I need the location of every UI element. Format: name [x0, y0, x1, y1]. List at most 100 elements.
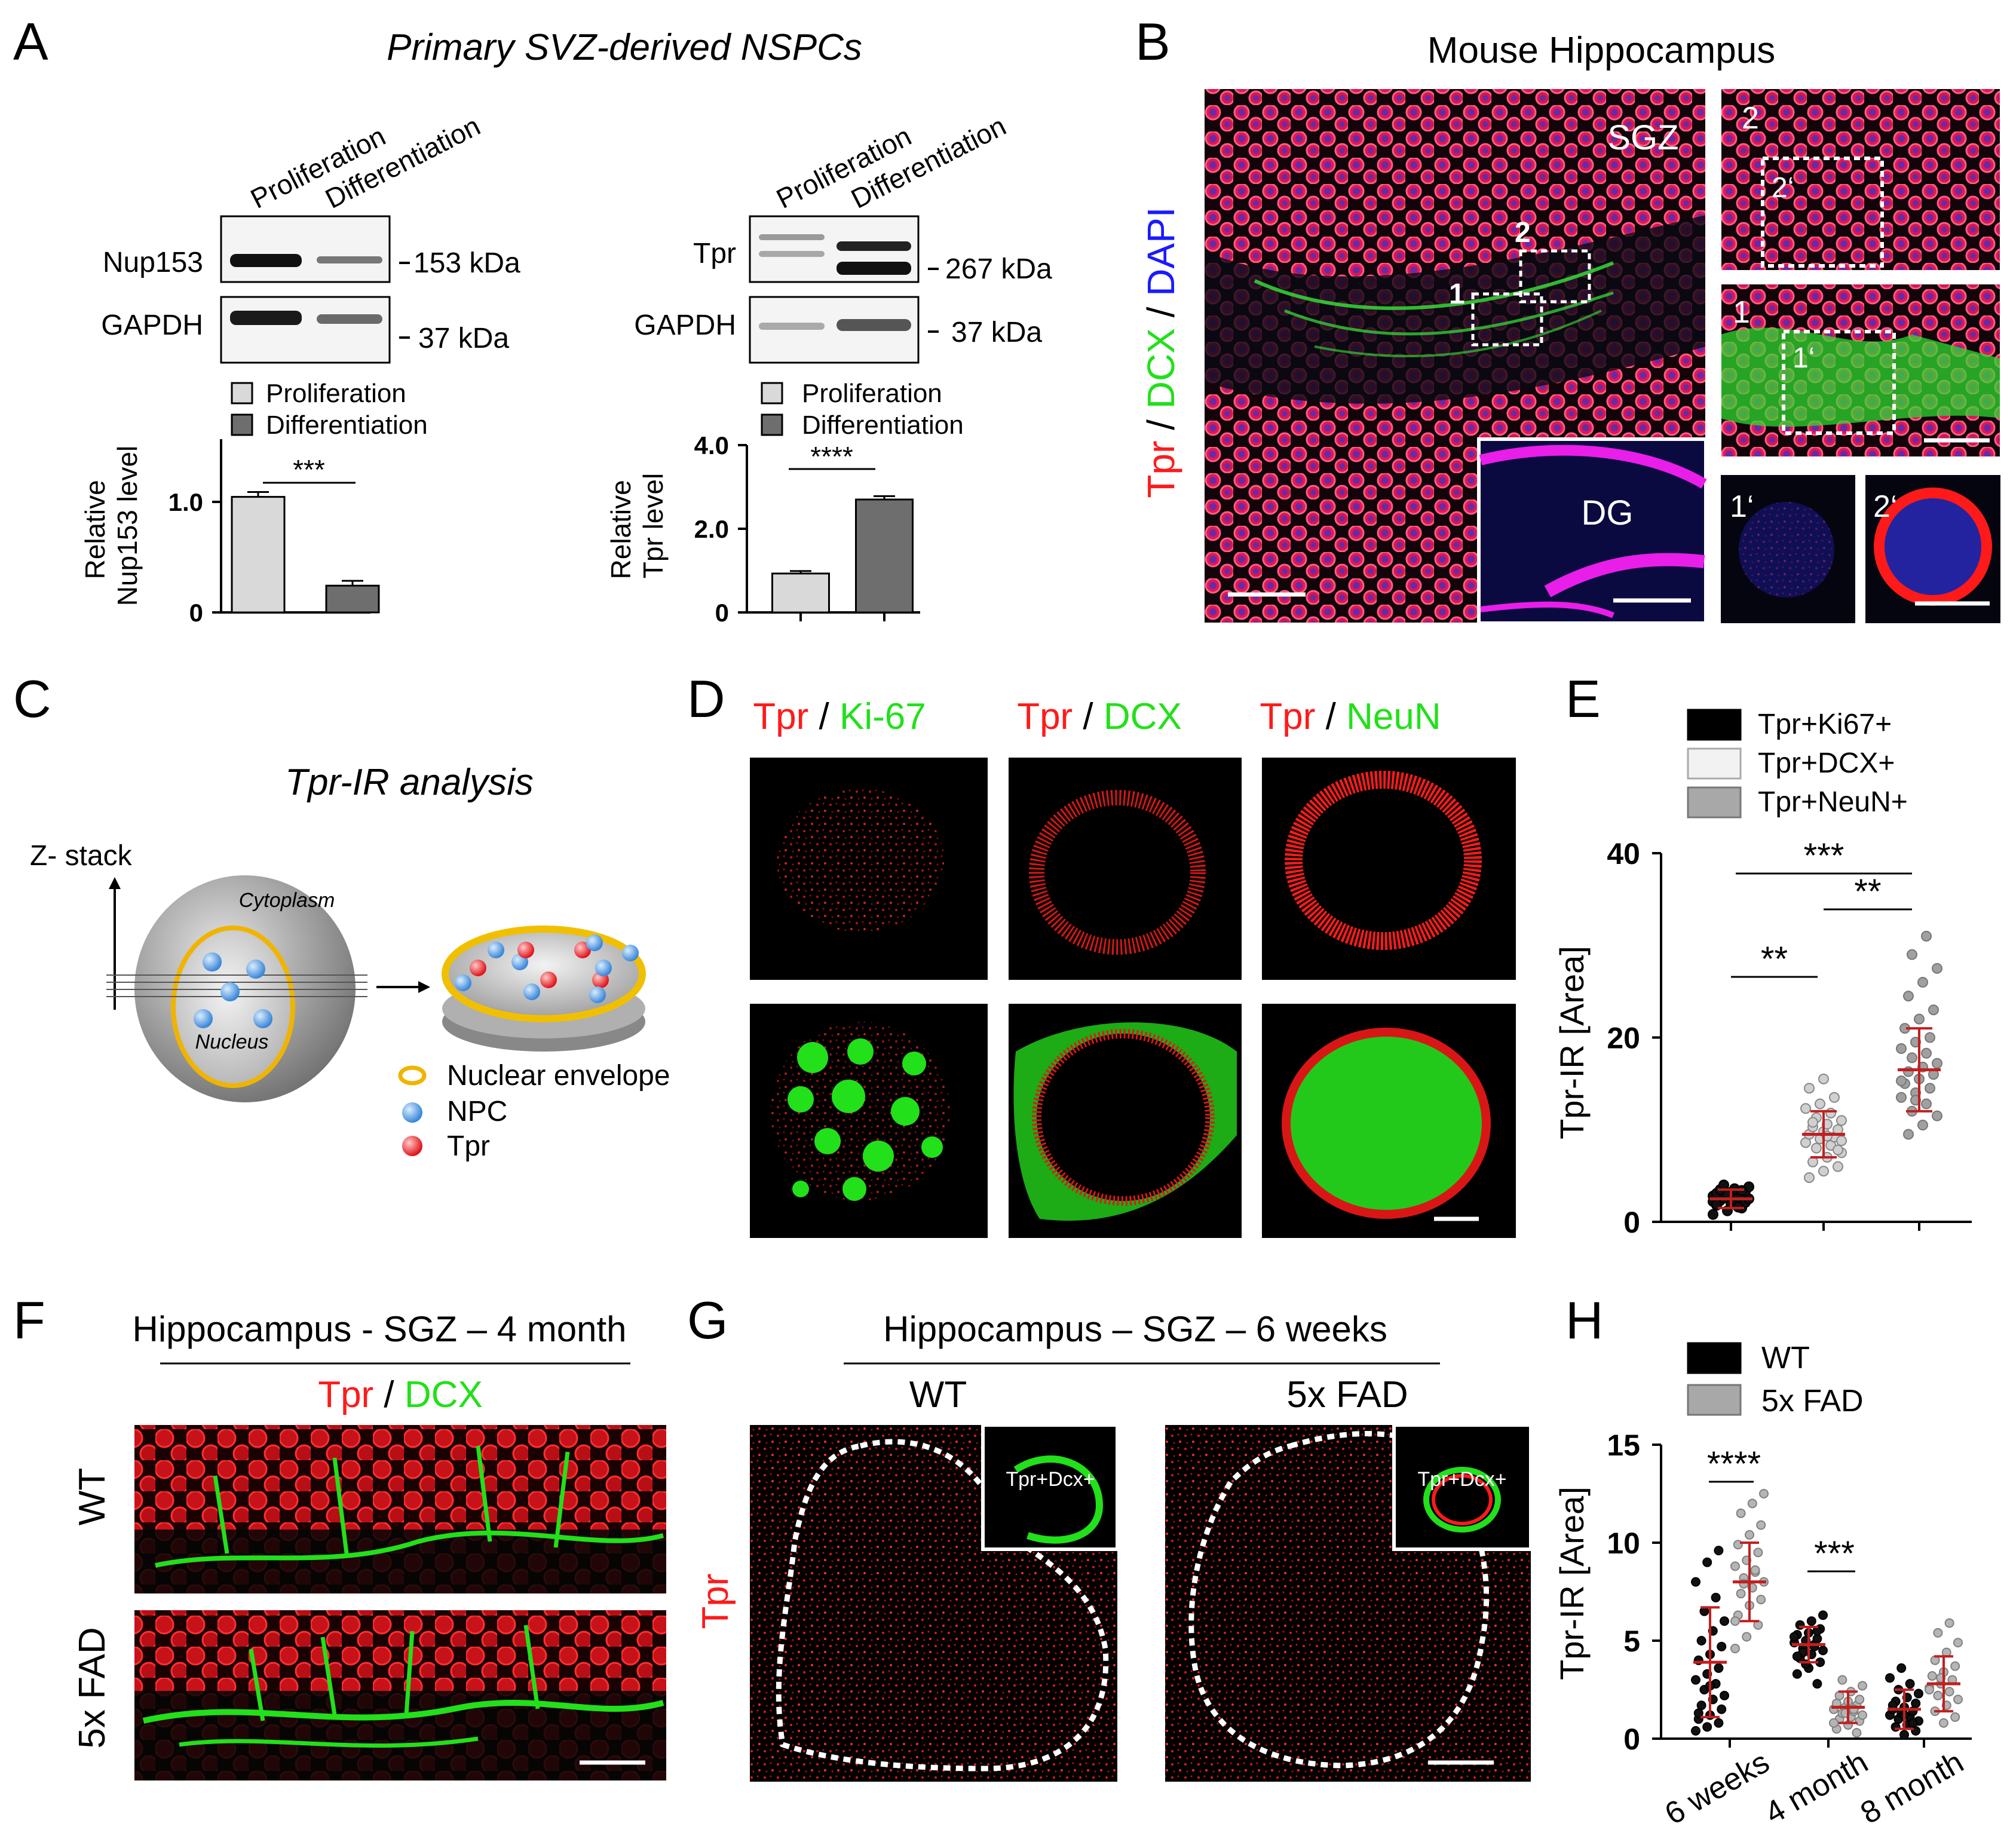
significance-label: ** — [1761, 940, 1788, 979]
data-point — [1804, 1172, 1815, 1183]
x-tick-label: 8 month — [1855, 1745, 1969, 1831]
stain-dcx: DCX — [1139, 328, 1182, 409]
data-point — [1855, 1694, 1865, 1705]
stain-sep: / — [1139, 296, 1182, 328]
band — [230, 254, 302, 267]
data-point — [1903, 991, 1914, 1002]
y-tick-label: 1.0 — [168, 488, 203, 516]
kda-label: 267 kDa — [945, 253, 1052, 285]
zoom-label: 2‘ — [1873, 489, 1897, 524]
data-point — [1720, 1616, 1729, 1626]
data-point — [1914, 1013, 1925, 1025]
zoom-inset-2-prime: 2‘ — [1865, 475, 2000, 623]
data-point — [1944, 1618, 1954, 1628]
legend-label: 5x FAD — [1761, 1384, 1864, 1418]
side-label: Tpr — [695, 1574, 736, 1629]
band — [837, 319, 911, 331]
panel-c: Tpr-IR analysis Z- stack Cytoplasm Nucle… — [30, 762, 670, 1162]
micrograph — [1262, 758, 1516, 980]
y-tick-label: 2.0 — [694, 515, 729, 543]
data-point — [1833, 1144, 1843, 1156]
data-point — [1812, 1679, 1822, 1689]
panel-letters: A B C D E F G H — [13, 12, 1604, 1350]
panel-g: Hippocampus – SGZ – 6 weeks WT 5x FAD Tp… — [695, 1309, 1533, 1782]
legend-swatch — [1687, 747, 1742, 780]
stain-label: Tpr / DCX / DAPI — [1139, 207, 1182, 498]
data-point — [1921, 1098, 1932, 1110]
y-axis-label-line: Tpr level — [638, 473, 669, 578]
data-point — [1925, 1032, 1935, 1043]
data-point — [1908, 1718, 1918, 1728]
data-point — [1903, 1066, 1914, 1077]
x-tick-label: 6 weeks — [1659, 1745, 1775, 1832]
panel-letter-e: E — [1565, 669, 1601, 728]
data-point — [1811, 1142, 1822, 1154]
data-point — [1818, 1610, 1828, 1620]
significance-label: **** — [810, 441, 853, 472]
data-point — [1759, 1489, 1769, 1498]
roi-box-2 — [1519, 249, 1591, 304]
legend-swatch — [1687, 1384, 1742, 1416]
zoom-label: 2‘ — [1772, 172, 1794, 204]
data-point — [1907, 1052, 1917, 1064]
y-axis-label-line: Relative — [605, 480, 636, 579]
data-point — [1720, 1690, 1729, 1700]
kda-label: 153 kDa — [413, 247, 520, 279]
legend-swatch-dark — [761, 413, 783, 436]
panel-letter-g: G — [687, 1291, 728, 1350]
kda-label: 37 kDa — [418, 323, 509, 354]
data-point — [1736, 1508, 1746, 1518]
row-label: WT — [72, 1468, 113, 1525]
y-tick-label: 10 — [1607, 1527, 1640, 1560]
data-point — [1944, 1687, 1954, 1697]
bar — [325, 584, 380, 614]
bar-chart-a-right: Proliferation Differentiation Relative T… — [605, 379, 964, 627]
band — [759, 323, 825, 330]
data-point — [1711, 1592, 1721, 1602]
data-point — [1708, 1209, 1718, 1220]
bar — [855, 498, 914, 614]
band-label: GAPDH — [634, 309, 736, 341]
legend-label: WT — [1761, 1341, 1810, 1375]
data-point — [1829, 1718, 1839, 1728]
data-point — [1691, 1726, 1700, 1736]
data-point — [1756, 1595, 1766, 1605]
y-tick-label: 0 — [1623, 1723, 1640, 1756]
zoom-inset-1: 1 1‘ — [1720, 283, 2001, 458]
panel-letter-a: A — [13, 12, 48, 71]
data-point — [1950, 1661, 1960, 1671]
panel-a-title: Primary SVZ-derived NSPCs — [387, 27, 862, 68]
data-point — [1825, 1107, 1836, 1118]
data-point — [1807, 1117, 1818, 1128]
data-point — [1829, 1092, 1840, 1103]
x-tick-label: 4 month — [1759, 1745, 1874, 1831]
data-point — [1702, 1557, 1712, 1567]
y-axis-label-line: Nup153 level — [112, 446, 143, 606]
data-point — [1896, 1663, 1907, 1673]
data-point — [1717, 1704, 1727, 1714]
data-point — [1812, 1634, 1822, 1644]
zoom-label: 1‘ — [1793, 342, 1815, 374]
data-point — [1691, 1577, 1700, 1587]
data-point — [1730, 1616, 1740, 1626]
data-point — [1756, 1520, 1766, 1530]
panel-f: Hippocampus - SGZ – 4 month Tpr / DCX WT… — [72, 1309, 666, 1780]
band — [230, 311, 302, 325]
data-point — [1896, 1092, 1907, 1103]
significance-label: *** — [1804, 836, 1844, 875]
legend-label: Proliferation — [802, 379, 942, 408]
data-point — [1833, 1161, 1843, 1172]
data-point — [1807, 1156, 1818, 1167]
data-point — [1742, 1632, 1752, 1642]
stain-sep: / — [1139, 409, 1182, 440]
panel-f-title: Hippocampus - SGZ – 4 month — [132, 1309, 626, 1349]
y-tick-label: 0 — [1623, 1206, 1640, 1239]
data-point — [1736, 1589, 1746, 1599]
y-axis-label: Relative Nup153 level — [79, 446, 143, 606]
data-point — [1933, 1690, 1943, 1700]
legend-label: Differentiation — [266, 410, 428, 440]
band — [837, 241, 911, 251]
legend-swatch — [1687, 1342, 1742, 1374]
legend-label: Tpr+NeuN+ — [1758, 786, 1908, 818]
legend-label: Nuclear envelope — [447, 1060, 670, 1092]
